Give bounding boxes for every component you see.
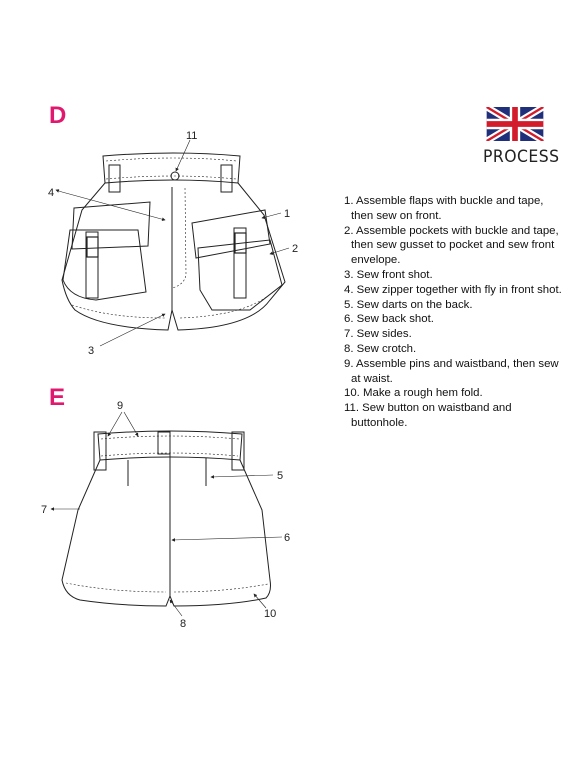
step-item: 9. Assemble pins and waistband, then sew… <box>344 357 559 385</box>
step-item: 2. Assemble pockets with buckle and tape… <box>344 224 559 267</box>
callout-label: 2 <box>292 243 298 255</box>
section-letter-back: E <box>49 384 66 411</box>
front-shorts-drawing <box>61 152 286 331</box>
back-callout-lines <box>50 411 283 617</box>
step-item: 11. Sew button on waistband and buttonho… <box>344 402 512 429</box>
callout-label: 5 <box>277 470 283 482</box>
steps-list: 1. Assemble flaps with buckle and tape, … <box>344 194 566 431</box>
back-shorts-drawing <box>61 430 271 607</box>
callout-label: 11 <box>186 130 197 142</box>
callout-label: 4 <box>48 187 54 199</box>
callout-label: 8 <box>180 618 186 630</box>
section-letter-front: D <box>49 102 67 129</box>
process-title: PROCESS <box>483 147 560 167</box>
step-item: 5. Sew darts on the back. <box>344 298 473 311</box>
step-item: 8. Sew crotch. <box>344 342 417 355</box>
callout-label: 7 <box>41 504 47 516</box>
callout-label: 9 <box>117 400 123 412</box>
callout-label: 10 <box>264 608 276 620</box>
callout-label: 3 <box>88 345 94 357</box>
step-item: 6. Sew back shot. <box>344 313 434 326</box>
step-item: 10. Make a rough hem fold. <box>344 387 483 400</box>
callout-label: 1 <box>284 208 290 220</box>
front-callout-lines <box>55 139 290 347</box>
step-item: 3. Sew front shot. <box>344 268 433 281</box>
step-item: 1. Assemble flaps with buckle and tape, … <box>344 195 544 222</box>
uk-flag-icon <box>486 107 544 141</box>
step-item: 4. Sew zipper together with fly in front… <box>344 283 562 296</box>
step-item: 7. Sew sides. <box>344 328 412 341</box>
callout-label: 6 <box>284 532 290 544</box>
